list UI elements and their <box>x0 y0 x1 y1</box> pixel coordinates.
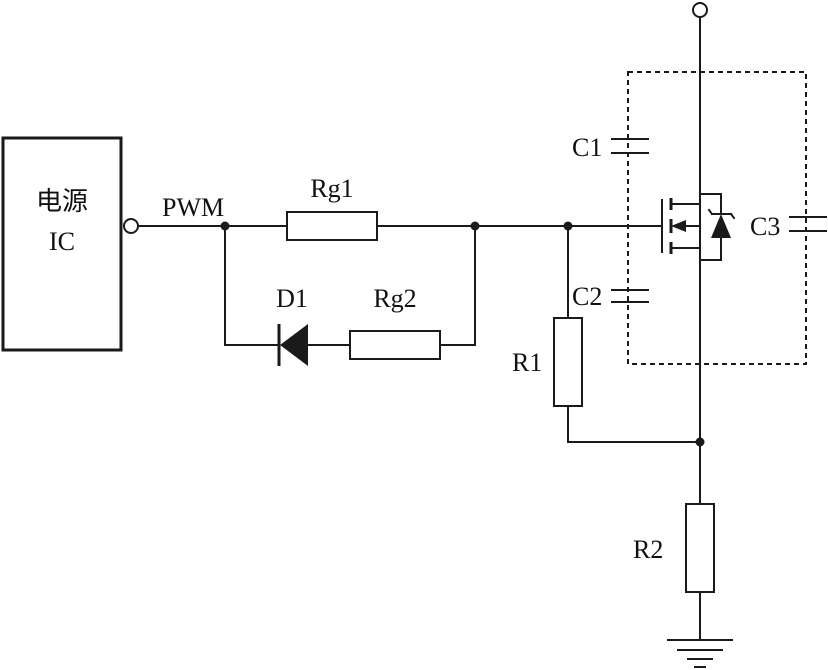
c1-label: C1 <box>572 133 602 162</box>
body-diode-triangle <box>711 214 731 238</box>
resistor-r1 <box>553 317 583 407</box>
power-ic-box <box>1 136 123 352</box>
diode-d1 <box>277 324 308 366</box>
capacitor-c3 <box>789 216 827 232</box>
power-ic-block: 电源 IC <box>1 136 123 352</box>
body-diode-bar-hook-left <box>707 208 714 216</box>
capacitor-c1 <box>611 138 649 154</box>
junction-dot <box>563 221 573 231</box>
c3-label: C3 <box>750 212 780 241</box>
pwm-label: PWM <box>162 193 224 222</box>
resistor-rg2 <box>349 330 441 360</box>
resistor-rg1 <box>286 211 378 241</box>
d1-label: D1 <box>276 284 308 313</box>
mosfet-arrow <box>671 220 686 232</box>
supply-terminal <box>692 2 708 18</box>
power-ic-label-line2: IC <box>49 227 75 256</box>
rg1-label: Rg1 <box>310 174 353 203</box>
capacitor-c2 <box>611 289 649 303</box>
r1-label: R1 <box>512 348 542 377</box>
power-ic-label-line1: 电源 <box>36 187 88 217</box>
mosfet <box>661 193 736 261</box>
body-diode-bar-hook-right <box>729 212 736 220</box>
diode-d1-triangle <box>280 324 308 366</box>
ground-symbol <box>667 639 733 668</box>
rg2-label: Rg2 <box>373 284 416 313</box>
resistor-r2 <box>685 503 715 593</box>
junction-dot <box>470 221 480 231</box>
c2-label: C2 <box>572 282 602 311</box>
r2-label: R2 <box>633 535 663 564</box>
pwm-output-terminal <box>123 218 139 234</box>
junction-dot <box>220 221 230 231</box>
